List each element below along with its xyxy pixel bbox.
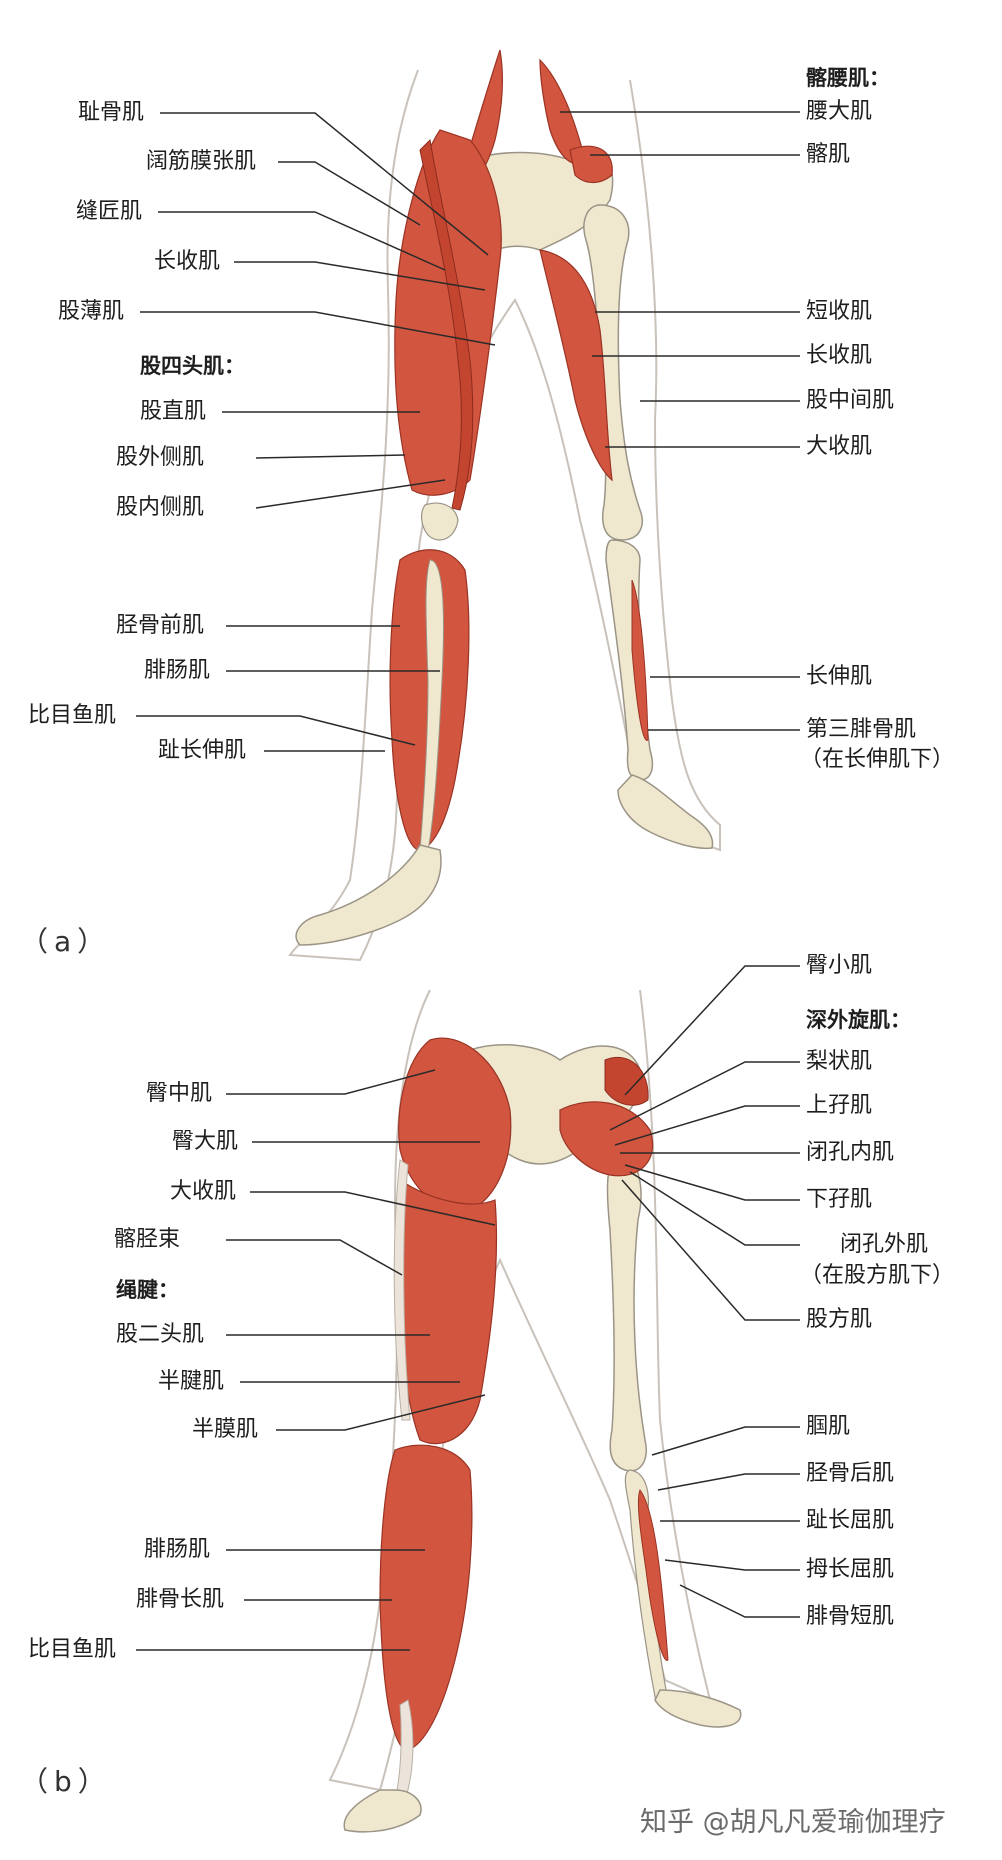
label-biceps-femoris: 股二头肌	[116, 1322, 205, 1347]
label-semimembranosus: 半膜肌	[192, 1417, 259, 1442]
label-obturator-externus: 闭孔外肌	[840, 1232, 929, 1257]
thigh-left-a	[394, 129, 502, 496]
calf-b	[379, 1444, 473, 1751]
panel-b-tag: （b）	[20, 1765, 112, 1798]
label-iliacus: 髂肌	[806, 142, 851, 167]
label-adductor-longus-left: 长收肌	[154, 249, 221, 274]
femur-right-a	[583, 204, 643, 541]
panel-a-illustration	[288, 49, 721, 962]
label-extensor-digitorum-longus: 趾长伸肌	[158, 738, 247, 763]
label-soleus-a: 比目鱼肌	[28, 703, 117, 728]
leader-b-r4	[629, 1171, 800, 1246]
label-vastus-lateralis: 股外侧肌	[116, 445, 205, 470]
label-rectus-femoris: 股直肌	[140, 399, 207, 424]
leader-b-lr4	[679, 1584, 800, 1618]
watermark-text: 知乎 @胡凡凡爱瑜伽理疗	[640, 1807, 946, 1838]
leader-a-l1	[278, 161, 421, 226]
leader-b-r6	[621, 1179, 800, 1321]
header-hamstrings: 绳腱：	[116, 1278, 179, 1302]
panel-b-illustration	[328, 989, 742, 1833]
leader-a-q2	[255, 479, 446, 509]
leader-a-q1	[255, 454, 406, 459]
label-gastrocnemius-a: 腓肠肌	[144, 658, 211, 683]
leader-b-lr0	[651, 1426, 800, 1456]
header-quadriceps: 股四头肌：	[140, 354, 245, 378]
leader-b-lr3	[664, 1559, 800, 1571]
leader-a-ll2	[136, 715, 416, 746]
adductors-right-a	[539, 249, 613, 482]
header-iliopsoas: 髂腰肌：	[806, 66, 890, 90]
it-band-b	[393, 1159, 411, 1421]
label-peroneus-tertius: 第三腓骨肌	[806, 717, 917, 742]
leader-a-l2	[158, 211, 446, 271]
foot-right-a	[617, 774, 714, 850]
leader-a-l3	[234, 261, 486, 291]
label-extensor-longus: 长伸肌	[806, 664, 873, 689]
label-peroneus-longus: 腓骨长肌	[136, 1587, 225, 1612]
label-peroneus-brevis: 腓骨短肌	[806, 1604, 895, 1629]
label-obturator-internus: 闭孔内肌	[806, 1140, 895, 1165]
femur-right-b	[606, 1149, 647, 1472]
leader-b-r1	[614, 1105, 800, 1146]
label-gluteus-maximus: 臀大肌	[172, 1129, 239, 1154]
foot-right-b	[654, 1689, 742, 1728]
gluteus-minimus-b	[604, 1056, 649, 1106]
leader-a-l0	[160, 112, 489, 256]
extensors-right-a	[631, 579, 649, 741]
label-quadratus-femoris: 股方肌	[806, 1307, 873, 1332]
header-deep-rotators: 深外旋肌：	[806, 1008, 911, 1032]
patella-left-a	[421, 502, 459, 541]
label-sartorius: 缝匠肌	[76, 199, 143, 224]
label-adductor-brevis: 短收肌	[806, 299, 873, 324]
leader-b-l2	[250, 1191, 496, 1226]
label-adductor-longus-right: 长收肌	[806, 343, 873, 368]
label-flexor-digitorum-longus: 趾长屈肌	[806, 1508, 895, 1533]
label-tibialis-anterior: 胫骨前肌	[116, 613, 205, 638]
label-pectineus: 耻骨肌	[78, 100, 145, 125]
label-iliotibial-band: 髂胫束	[114, 1227, 181, 1252]
label-vastus-medialis: 股内侧肌	[116, 495, 205, 520]
foot-left-b	[343, 1789, 422, 1833]
panel-a-tag: （a）	[20, 925, 112, 958]
leader-b-r3	[624, 1164, 800, 1201]
label-flexor-hallucis-longus: 拇长屈肌	[806, 1557, 895, 1582]
leader-b-h2	[276, 1394, 486, 1431]
label-gemellus-inferior: 下孖肌	[806, 1187, 873, 1212]
deep-rotators-b	[559, 1101, 654, 1177]
leader-b-l3	[226, 1239, 403, 1276]
leader-a-l4	[140, 311, 496, 346]
label-obturator-externus-note: （在股方肌下）	[800, 1263, 955, 1288]
label-peroneus-tertius-note: （在长伸肌下）	[800, 747, 955, 772]
label-tensor-fasciae-latae: 阔筋膜张肌	[146, 149, 257, 174]
leader-b-lr1	[657, 1473, 800, 1491]
label-gastrocnemius-b: 腓肠肌	[144, 1537, 211, 1562]
leader-b-r0	[609, 1061, 800, 1131]
leader-b-r-min	[624, 965, 800, 1096]
label-tibialis-posterior: 胫骨后肌	[806, 1461, 895, 1486]
label-adductor-magnus-a: 大收肌	[806, 434, 873, 459]
iliacus-a	[569, 145, 613, 184]
tibia-right-a	[605, 539, 654, 781]
label-popliteus: 腘肌	[806, 1414, 851, 1439]
label-gluteus-medius: 臀中肌	[146, 1081, 213, 1106]
label-adductor-magnus-b: 大收肌	[170, 1179, 237, 1204]
label-gemellus-superior: 上孖肌	[806, 1093, 873, 1118]
label-gluteus-minimus: 臀小肌	[806, 953, 873, 978]
label-soleus-b: 比目鱼肌	[28, 1637, 117, 1662]
label-psoas-major: 腰大肌	[806, 99, 873, 124]
label-piriformis: 梨状肌	[806, 1049, 873, 1074]
label-gracilis: 股薄肌	[58, 299, 125, 324]
leader-lines	[136, 111, 800, 1651]
leader-b-l0	[226, 1069, 436, 1095]
label-semitendinosus: 半腱肌	[158, 1369, 225, 1394]
foot-left-a	[295, 844, 442, 946]
label-vastus-intermedius: 股中间肌	[806, 388, 895, 413]
deep-calf-right-b	[637, 1488, 669, 1661]
